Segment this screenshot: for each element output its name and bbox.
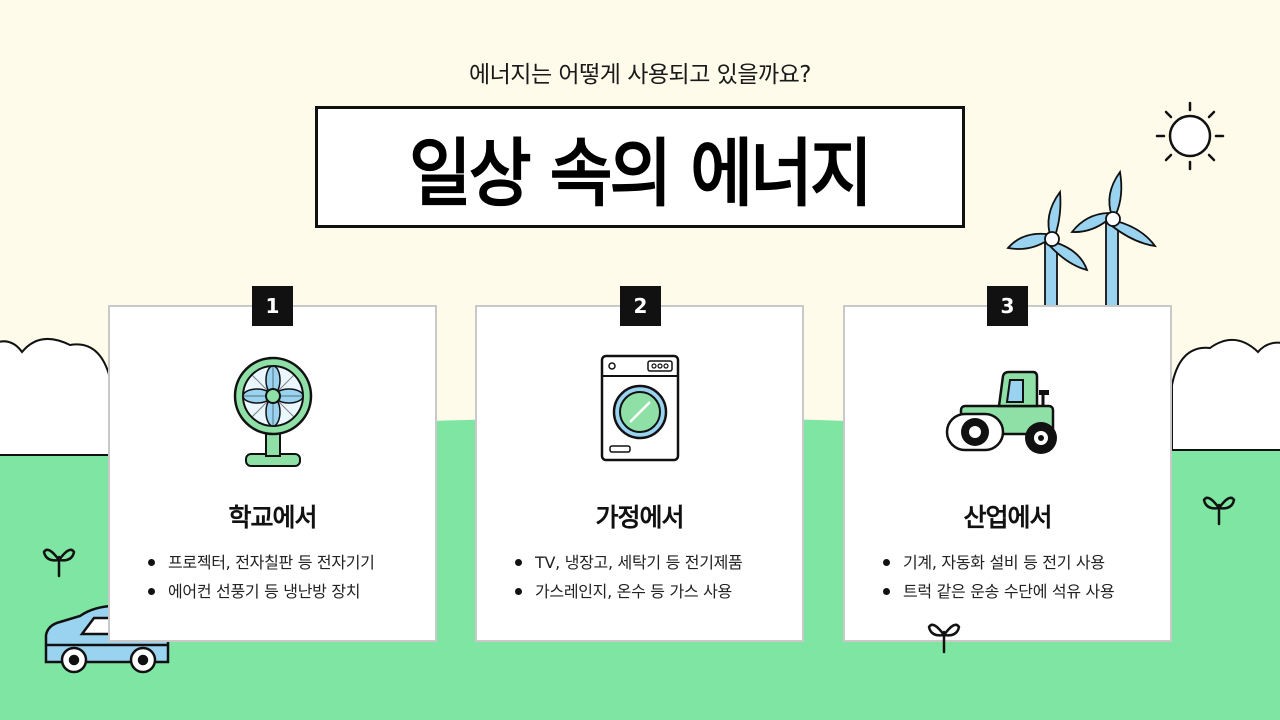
cloud-icon bbox=[0, 337, 112, 456]
sprout-icon bbox=[1202, 496, 1236, 526]
card-heading: 산업에서 bbox=[963, 503, 1052, 532]
card-list: 프로젝터, 전자칠판 등 전자기기 에어컨 선풍기 등 냉난방 장치 bbox=[148, 548, 375, 606]
list-item: TV, 냉장고, 세탁기 등 전기제품 bbox=[515, 548, 743, 577]
title-box: 일상 속의 에너지 bbox=[315, 106, 965, 228]
list-item: 프로젝터, 전자칠판 등 전자기기 bbox=[148, 548, 375, 577]
card-industry: 산업에서 기계, 자동화 설비 등 전기 사용 트럭 같은 운송 수단에 석유 … bbox=[843, 305, 1172, 642]
page-title: 일상 속의 에너지 bbox=[409, 130, 873, 217]
page-subtitle: 에너지는 어떻게 사용되고 있을까요? bbox=[468, 62, 812, 88]
card-home: 가정에서 TV, 냉장고, 세탁기 등 전기제품 가스레인지, 온수 등 가스 … bbox=[475, 305, 804, 642]
card-number-badge: 1 bbox=[252, 286, 293, 326]
list-item: 기계, 자동화 설비 등 전기 사용 bbox=[883, 548, 1114, 577]
list-item: 가스레인지, 온수 등 가스 사용 bbox=[515, 577, 742, 606]
card-list: TV, 냉장고, 세탁기 등 전기제품 가스레인지, 온수 등 가스 사용 bbox=[515, 548, 743, 606]
sprout-icon bbox=[927, 623, 961, 654]
washing-machine-icon bbox=[600, 354, 679, 462]
card-number-badge: 2 bbox=[620, 286, 661, 326]
card-list: 기계, 자동화 설비 등 전기 사용 트럭 같은 운송 수단에 석유 사용 bbox=[883, 548, 1115, 606]
list-item: 트럭 같은 운송 수단에 석유 사용 bbox=[883, 577, 1115, 606]
card-heading: 가정에서 bbox=[595, 503, 684, 532]
fan-icon bbox=[233, 356, 312, 467]
road-roller-icon bbox=[945, 370, 1057, 454]
sun-icon bbox=[1155, 101, 1225, 171]
card-school: 학교에서 프로젝터, 전자칠판 등 전자기기 에어컨 선풍기 등 냉난방 장치 bbox=[108, 305, 437, 642]
list-item: 에어컨 선풍기 등 냉난방 장치 bbox=[148, 577, 375, 606]
cloud-icon bbox=[1170, 339, 1280, 451]
card-heading: 학교에서 bbox=[228, 503, 317, 532]
wind-turbine-icon bbox=[1006, 189, 1089, 311]
wind-turbine-icon bbox=[1070, 169, 1157, 311]
card-number-badge: 3 bbox=[987, 286, 1028, 326]
sprout-icon bbox=[42, 548, 76, 578]
